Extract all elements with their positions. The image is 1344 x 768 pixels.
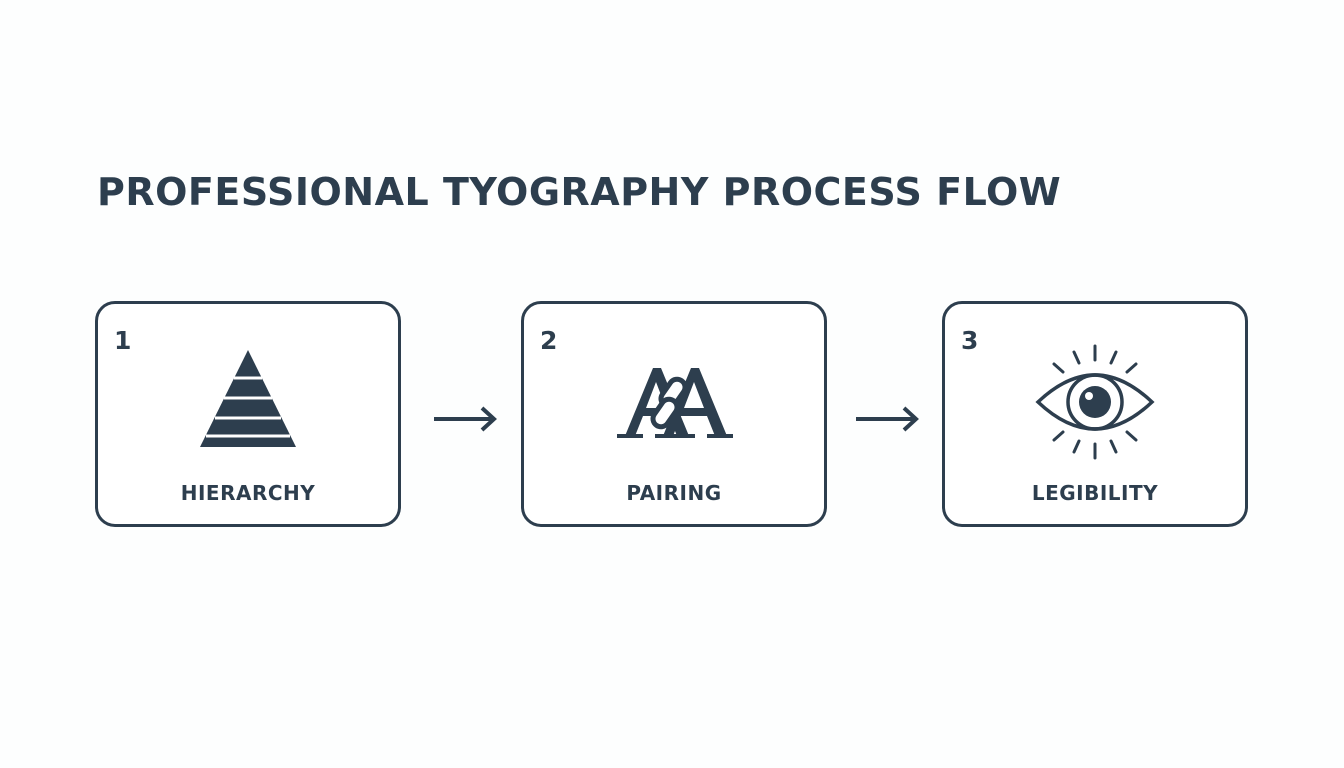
step-number: 2 [540, 326, 558, 355]
diagram-title: PROFESSIONAL TYOGRAPHY PROCESS FLOW [97, 170, 1062, 214]
step-box-pairing: 2 PAIRING [521, 301, 827, 527]
step-label: LEGIBILITY [1031, 481, 1159, 505]
eye-icon [1035, 344, 1155, 460]
step-label: HIERARCHY [180, 481, 316, 505]
step-box-hierarchy: 1 HIERARCHY [95, 301, 401, 527]
arrow-right-icon [434, 406, 497, 432]
step-number: 1 [114, 326, 132, 355]
arrow-right-icon [856, 406, 919, 432]
pyramid-icon [200, 350, 296, 447]
step-box-legibility: 3 LEGIBILITY [942, 301, 1248, 527]
font-pairing-icon [617, 368, 733, 438]
step-label: PAIRING [626, 481, 722, 505]
step-number: 3 [961, 326, 979, 355]
